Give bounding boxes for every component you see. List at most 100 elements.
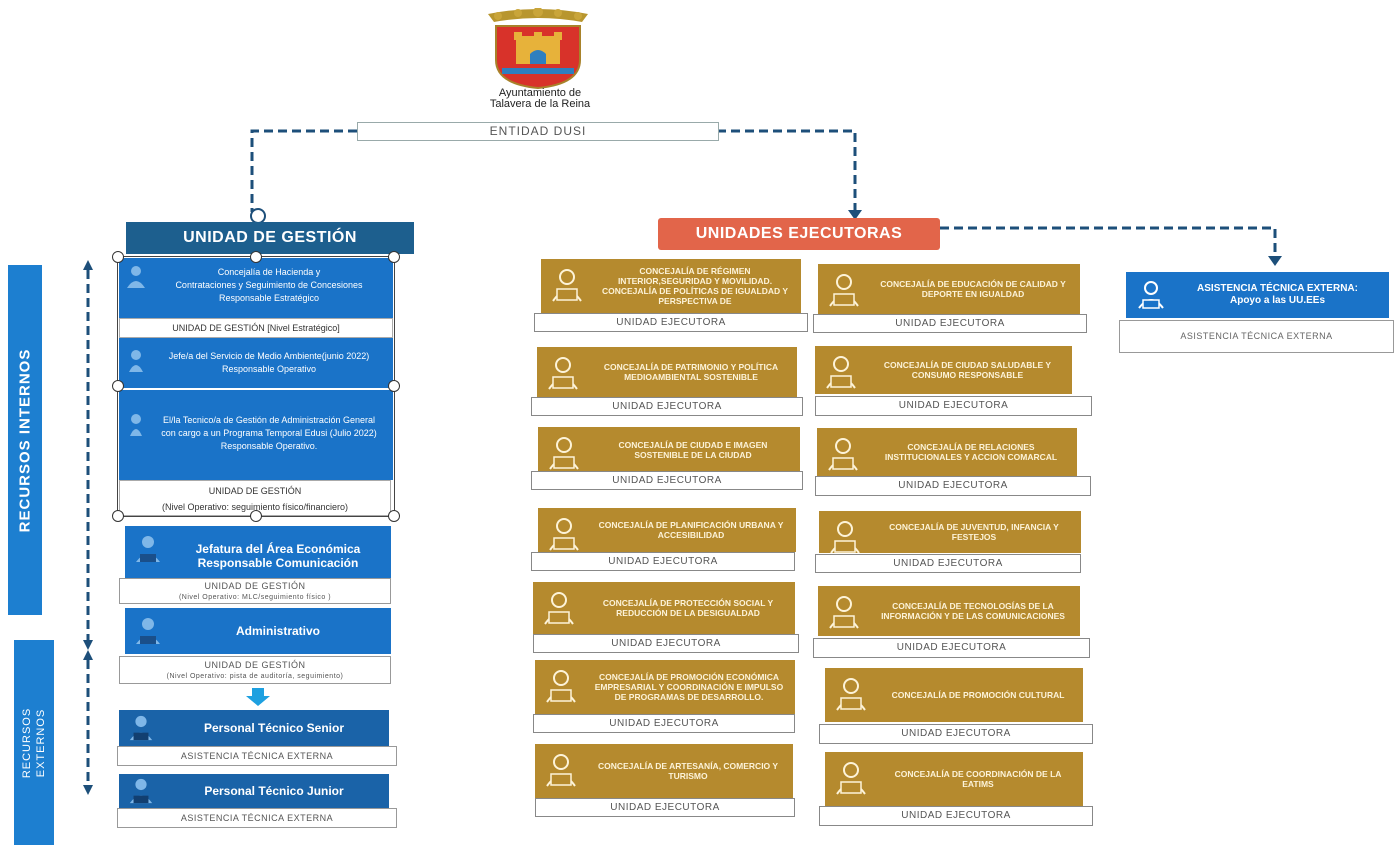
ejecutora-label: UNIDAD EJECUTORA [815,554,1081,573]
ejecutora-box: CONCEJALÍA DE RELACIONES INSTITUCIONALES… [817,428,1077,476]
resize-handle[interactable] [112,251,124,263]
ejecutora-name: CONCEJALÍA DE PROTECCIÓN SOCIAL Y REDUCC… [602,598,774,618]
box7-line1: Personal Técnico Junior [204,784,344,798]
box3-line2: con cargo a un Programa Temporal Edusi (… [161,428,377,438]
ejecutora-label: UNIDAD EJECUTORA [533,634,799,653]
ejecutora-label: UNIDAD EJECUTORA [535,798,795,817]
unidad-gestion-header: UNIDAD DE GESTIÓN [126,222,414,254]
ejecutora-name: CONCEJALÍA DE JUVENTUD, INFANCIA Y FESTE… [889,522,1059,542]
person-laptop-icon [546,437,582,471]
recursos-internos-text: RECURSOS INTERNOS [16,348,34,532]
person-icon [127,266,145,288]
recursos-internos-label: RECURSOS INTERNOS [8,265,42,615]
box5-label-line1: UNIDAD DE GESTIÓN [204,660,306,670]
box1-label: UNIDAD DE GESTIÓN [Nivel Estratégico] [119,318,393,338]
person-laptop-icon [129,778,153,804]
ejecutora-label: UNIDAD EJECUTORA [531,471,803,490]
box4-label-line1: UNIDAD DE GESTIÓN [204,581,306,591]
person-laptop-icon [136,618,160,644]
ejecutora-label: UNIDAD EJECUTORA [819,806,1093,826]
person-icon [129,350,143,372]
person-laptop-icon [129,715,153,741]
person-laptop-icon [826,274,862,308]
entidad-dusi-box: ENTIDAD DUSI [357,122,719,141]
asistencia-line1: ASISTENCIA TÉCNICA EXTERNA: [1197,283,1358,294]
ejecutora-label: UNIDAD EJECUTORA [819,724,1093,744]
ejecutora-name: CONCEJALÍA DE PROMOCIÓN ECONÓMICA EMPRES… [594,672,784,702]
resize-handle[interactable] [250,510,262,522]
ejecutora-box: CONCEJALÍA DE EDUCACIÓN DE CALIDAD Y DEP… [818,264,1080,314]
box6-label: ASISTENCIA TÉCNICA EXTERNA [117,746,397,766]
person-laptop-icon [543,754,579,788]
box3-line1: El/la Tecnico/a de Gestión de Administra… [163,415,375,425]
person-laptop-icon [543,670,579,704]
person-laptop-icon [549,269,585,303]
box4-label: UNIDAD DE GESTIÓN (Nivel Operativo: MLC/… [119,578,391,604]
recursos-externos-line1: RECURSOS [21,707,33,778]
person-laptop-icon [833,678,869,712]
ejecutora-box: CONCEJALÍA DE PROTECCIÓN SOCIAL Y REDUCC… [533,582,795,634]
resize-handle[interactable] [112,380,124,392]
person-laptop-icon [827,521,863,553]
person-laptop-icon [825,438,861,472]
ejecutora-box: CONCEJALÍA DE PATRIMONIO Y POLÍTICA MEDI… [537,347,797,397]
person-laptop-icon [136,536,160,562]
box5-line1: Administrativo [235,624,320,638]
ejecutora-label: UNIDAD EJECUTORA [813,314,1087,333]
gestion-box-administrativo: Administrativo [125,608,391,654]
ejecutora-label: UNIDAD EJECUTORA [815,476,1091,496]
ejecutora-name: CONCEJALÍA DE TECNOLOGÍAS DE LA INFORMAC… [881,601,1065,621]
ejecutora-box: CONCEJALÍA DE PROMOCIÓN ECONÓMICA EMPRES… [535,660,795,714]
box2-line1: Jefe/a del Servicio de Medio Ambiente(ju… [168,351,370,361]
ejecutora-label: UNIDAD EJECUTORA [813,638,1090,658]
gestion-box-tecnico: El/la Tecnico/a de Gestión de Administra… [119,390,393,480]
ejecutora-label: UNIDAD EJECUTORA [531,552,795,571]
person-laptop-icon [1138,281,1164,309]
box3-line3: Responsable Operativo. [220,441,318,451]
ejecutora-name: CONCEJALÍA DE ARTESANÍA, COMERCIO Y TURI… [597,761,779,781]
box4-line2: Responsable Comunicación [197,556,359,570]
ejecutora-name: CONCEJALÍA DE CIUDAD SALUDABLE Y CONSUMO… [883,360,1052,380]
resize-handle[interactable] [388,251,400,263]
ejecutora-box: CONCEJALÍA DE ARTESANÍA, COMERCIO Y TURI… [535,744,793,798]
ejecutora-name: CONCEJALÍA DE RELACIONES INSTITUCIONALES… [884,442,1058,462]
box4-line1: Jefatura del Área Económica [195,542,361,556]
ejecutora-label: UNIDAD EJECUTORA [531,397,803,416]
box3-label-line1: UNIDAD DE GESTIÓN [208,486,302,496]
ejecutora-name: CONCEJALÍA DE RÉGIMEN INTERIOR,SEGURIDAD… [601,266,789,306]
person-laptop-icon [833,762,869,796]
resize-handle[interactable] [112,510,124,522]
ejecutora-name: CONCEJALÍA DE CIUDAD E IMAGEN SOSTENIBLE… [618,440,768,460]
gestion-box-jefatura: Jefatura del Área Económica Responsable … [125,526,391,580]
box5-label-line2: (Nivel Operativo: pista de auditoría, se… [166,673,344,680]
resize-handle[interactable] [250,251,262,263]
box1-line3: Responsable Estratégico [218,293,320,303]
person-laptop-icon [541,592,577,626]
gestion-box-medio-ambiente: Jefe/a del Servicio de Medio Ambiente(ju… [119,338,393,388]
box1-line2: Contrataciones y Seguimiento de Concesio… [175,280,363,290]
box7-label: ASISTENCIA TÉCNICA EXTERNA [117,808,397,828]
resize-handle[interactable] [388,380,400,392]
logo-line2: Talavera de la Reina [489,98,591,110]
selection-frame [117,256,395,517]
box2-line2: Responsable Operativo [221,364,317,374]
person-laptop-icon [545,357,581,391]
ejecutora-box: CONCEJALÍA DE PLANIFICACIÓN URBANA Y ACC… [538,508,796,552]
person-laptop-icon [826,596,862,630]
box4-label-line2: (Nivel Operativo: MLC/seguimiento físico… [178,594,332,601]
ejecutora-label: UNIDAD EJECUTORA [534,313,808,332]
logo-caption: Ayuntamiento de Talavera de la Reina [440,88,640,110]
asistencia-label: ASISTENCIA TÉCNICA EXTERNA [1119,320,1394,353]
ejecutora-name: CONCEJALÍA DE COORDINACIÓN DE LA EATIMS [894,769,1062,789]
recursos-externos-line2: EXTERNOS [35,708,47,777]
resize-handle[interactable] [388,510,400,522]
person-laptop-icon [823,356,859,390]
ejecutora-box: CONCEJALÍA DE CIUDAD E IMAGEN SOSTENIBLE… [538,427,800,473]
ejecutora-label: UNIDAD EJECUTORA [815,396,1092,416]
person-laptop-icon [546,518,582,552]
personal-tecnico-senior-box: Personal Técnico Senior [119,710,389,746]
ejecutora-name: CONCEJALÍA DE PROMOCIÓN CULTURAL [891,690,1065,700]
personal-tecnico-junior-box: Personal Técnico Junior [119,774,389,808]
box6-line1: Personal Técnico Senior [203,721,345,735]
